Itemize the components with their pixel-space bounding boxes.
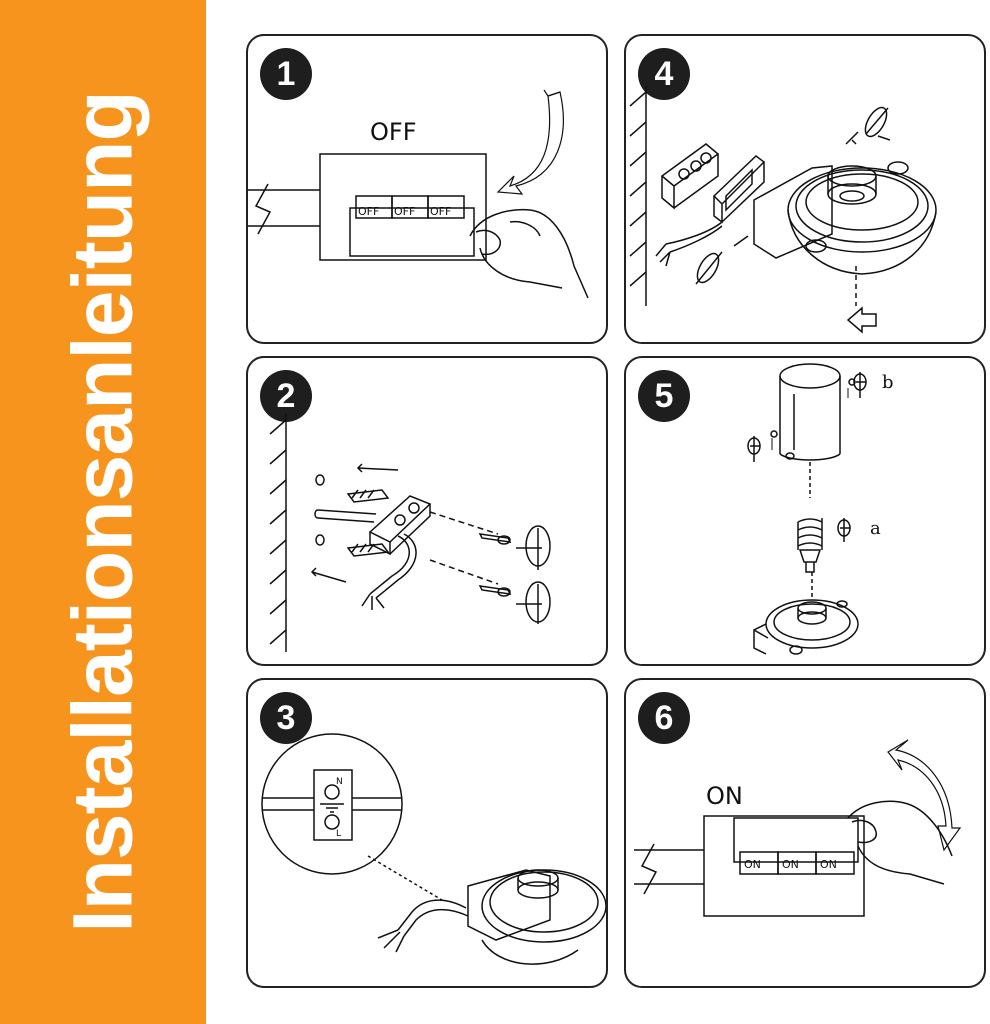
step-5-badge: 5 bbox=[638, 370, 690, 422]
step-1-badge: 1 bbox=[260, 48, 312, 100]
sidebar-banner: Installationsanleitung bbox=[0, 0, 206, 1024]
step-3-badge: 3 bbox=[260, 692, 312, 744]
step-2-badge: 2 bbox=[260, 370, 312, 422]
switch-state-1: OFF bbox=[358, 205, 379, 218]
label-a: a bbox=[870, 518, 881, 539]
step-2-illustration bbox=[269, 414, 551, 652]
switch-on-state-1: ON bbox=[744, 858, 761, 871]
label-b: b bbox=[882, 372, 894, 393]
step-3-panel: 3 N L bbox=[246, 678, 608, 988]
step-6-panel: 6 ON ON ON ON bbox=[624, 678, 986, 988]
switch-on-state-2: ON bbox=[782, 858, 799, 871]
step-5-panel: 5 b a bbox=[624, 356, 986, 666]
step-2-panel: 2 bbox=[246, 356, 608, 666]
sidebar-title: Installationsanleitung bbox=[55, 91, 150, 933]
switch-on-state-3: ON bbox=[820, 858, 837, 871]
switch-state-3: OFF bbox=[430, 205, 451, 218]
step-5-illustration: b a bbox=[747, 363, 894, 655]
step-3-illustration: N L bbox=[261, 733, 606, 965]
step-4-illustration bbox=[629, 86, 937, 334]
step-6-illustration: ON ON ON ON bbox=[634, 739, 962, 917]
switch-on-label: ON bbox=[706, 782, 743, 810]
step-6-badge: 6 bbox=[638, 692, 690, 744]
switch-off-label: OFF bbox=[370, 118, 417, 146]
step-1-panel: 1 OFF OFF OFF OFF bbox=[246, 34, 608, 344]
terminal-n: N bbox=[336, 777, 343, 787]
switch-state-2: OFF bbox=[394, 205, 415, 218]
step-1-illustration: OFF OFF OFF OFF bbox=[248, 89, 589, 299]
terminal-l: L bbox=[336, 829, 341, 839]
step-4-panel: 4 bbox=[624, 34, 986, 344]
